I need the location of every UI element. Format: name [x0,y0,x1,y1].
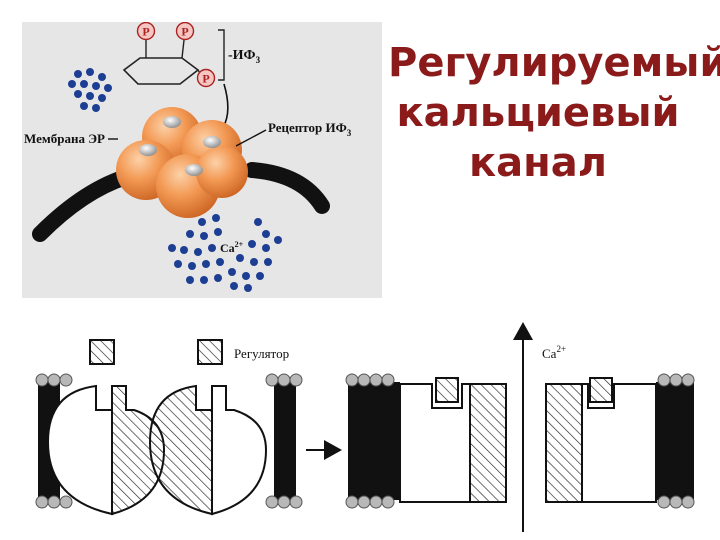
receptor-label: Рецептор ИФ3 [268,120,352,138]
bound-regulator [435,377,459,403]
bound-regulator [589,377,613,403]
membrane-block [656,382,694,500]
ip3-receptor-figure: P P P -ИФ3 Мембрана ЭР [22,22,382,298]
phosphate-group: P [175,22,195,41]
receptor-pointer [235,129,267,147]
ip3-label: -ИФ3 [228,48,261,65]
gate-subunit [148,384,213,516]
title-line-2: кальциевый [396,90,680,136]
svg-text:P: P [202,72,209,86]
membrane-label: Мембрана ЭР [24,131,105,146]
slide-title: Регулируемый кальциевый канал [388,38,720,188]
binding-site [203,136,221,148]
regulator-label: Регулятор [234,346,289,361]
channel-subunit [469,383,507,503]
title-line-3: канал [468,140,608,186]
calcium-flow-label: Ca2+ [542,344,566,361]
binding-site [139,144,157,156]
ip3-receptor [116,107,248,218]
regulator-square [197,339,223,365]
svg-text:P: P [142,25,149,39]
channel-subunit [545,383,583,503]
gate-subunit [211,385,268,516]
phosphate-group: P [136,22,156,41]
svg-text:P: P [181,25,188,39]
channel-subunit [399,383,471,503]
calcium-ion-label: Са2+ [220,240,244,255]
membrane-block [274,382,296,500]
calcium-ions-er [68,68,112,112]
calcium-ions-cytosol [168,214,282,292]
binding-site [163,116,181,128]
phosphate-group: P [196,68,216,88]
open-channel: Ca2+ [345,322,695,532]
membrane-block [348,382,400,500]
gate-subunit [46,384,113,516]
channel-subunit [581,383,657,503]
channel-schematic: Регулятор Ca2+ [35,322,695,532]
closed-channel: Регулятор [35,339,303,516]
regulator-square [89,339,115,365]
title-line-1: Регулируемый [388,40,720,86]
binding-site [185,164,203,176]
